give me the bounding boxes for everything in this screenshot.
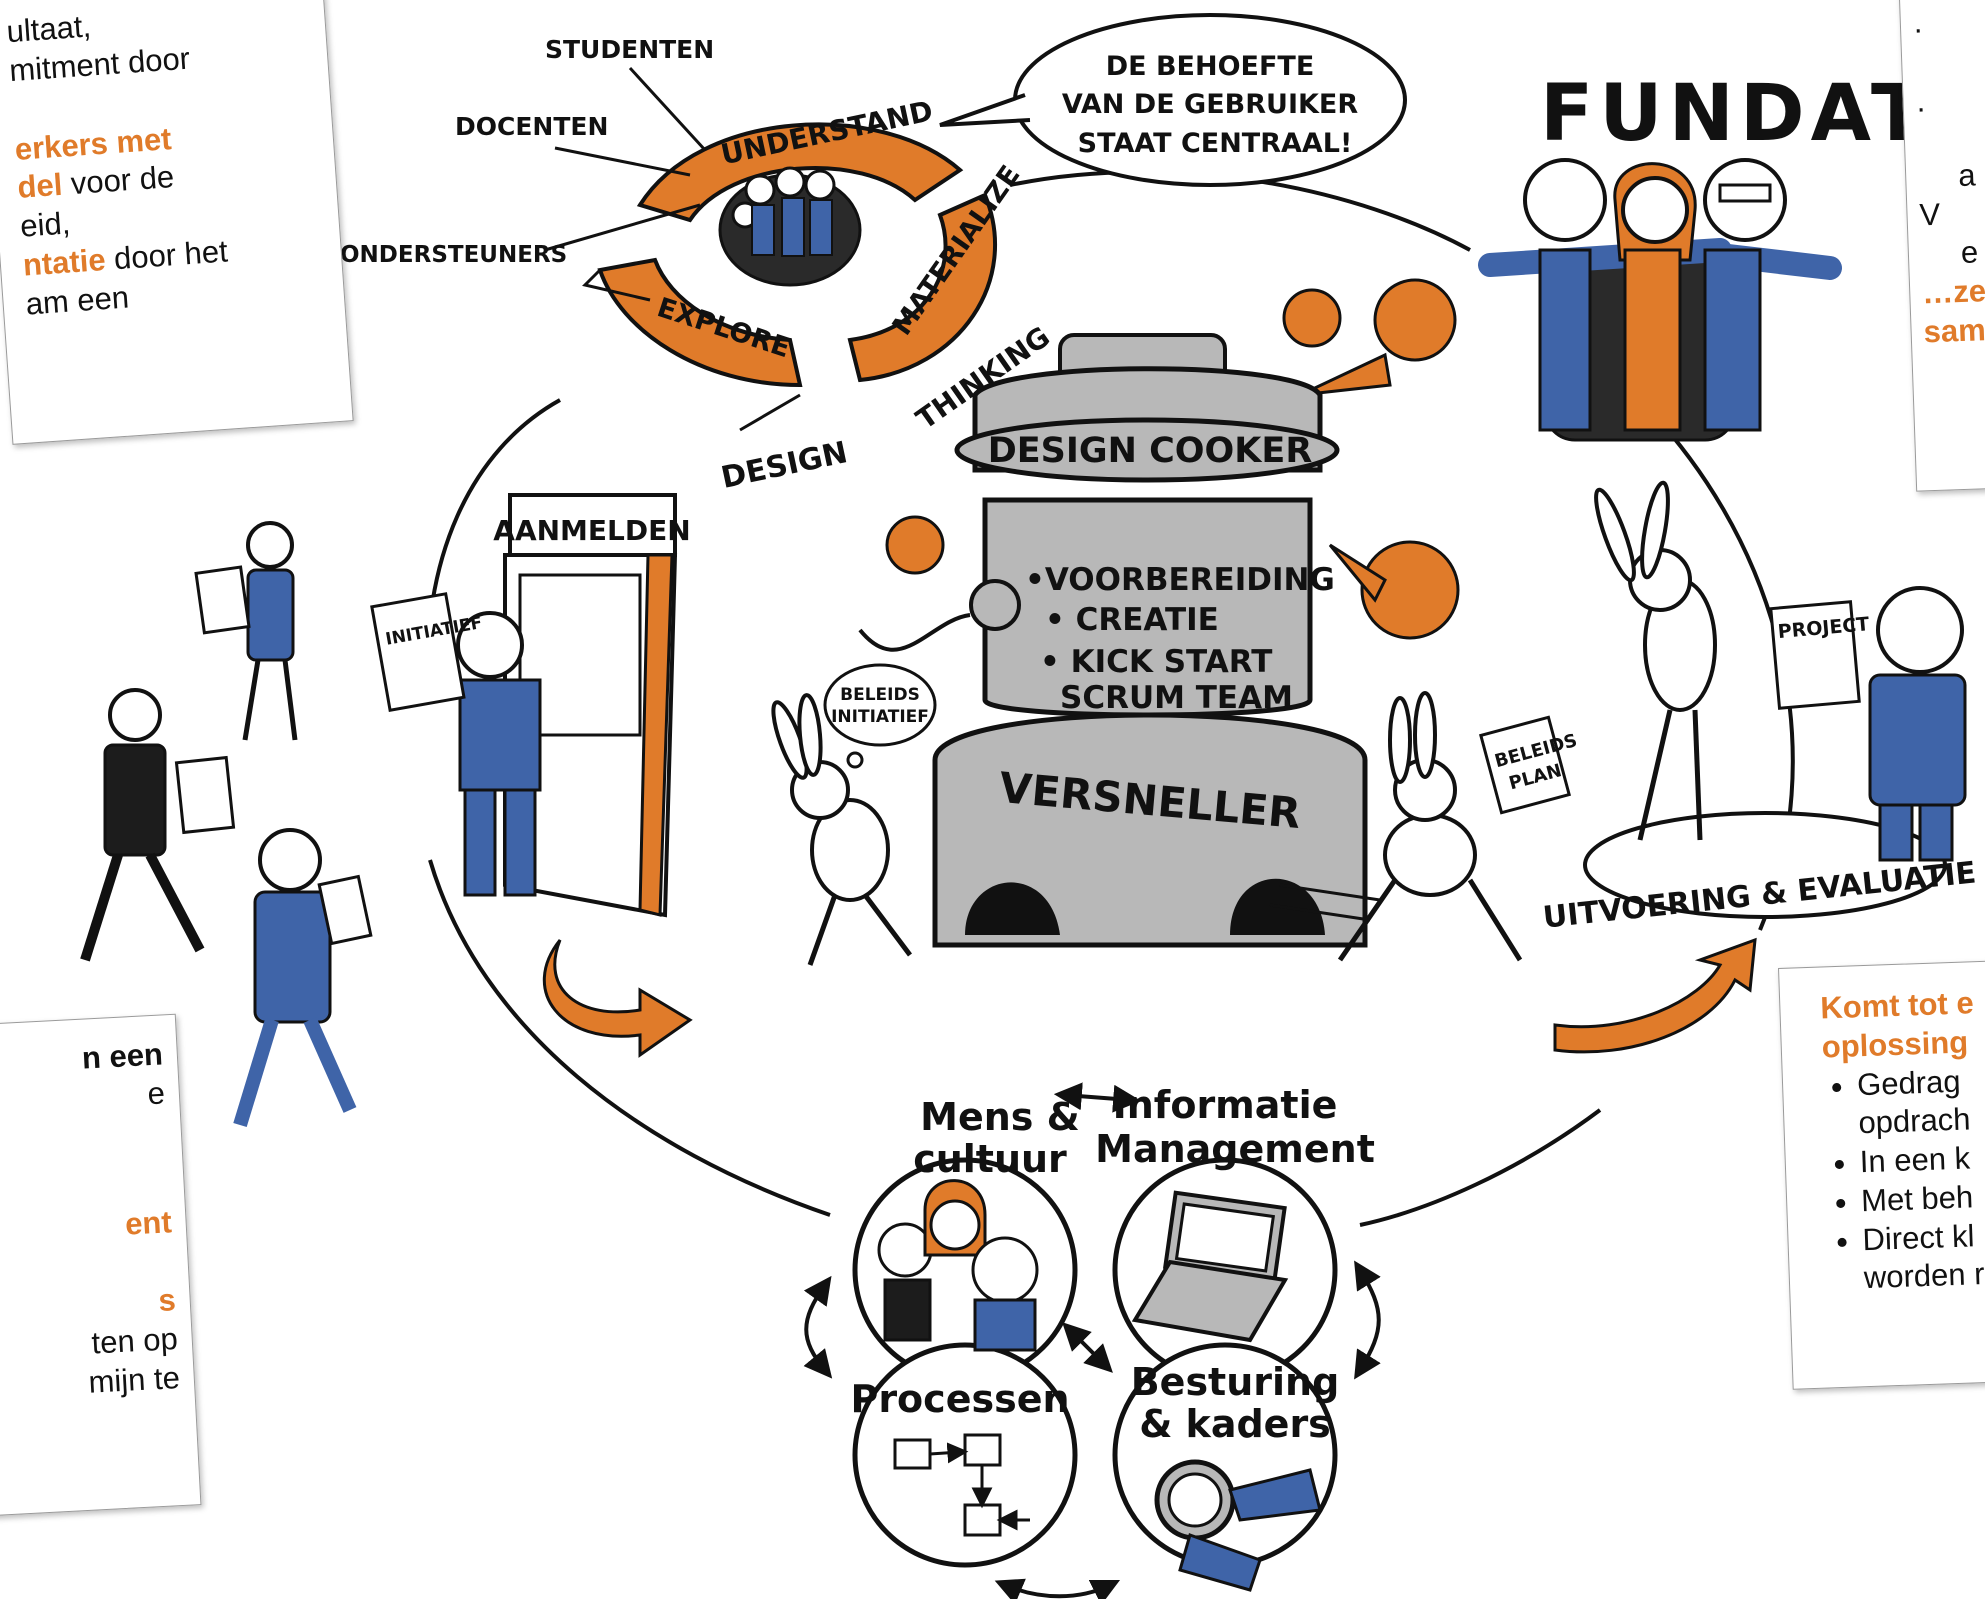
steering-wheel-icon xyxy=(1154,1459,1322,1592)
pillar-mens-line-2: cultuur xyxy=(913,1137,1067,1181)
team-member-1 xyxy=(1523,158,1607,242)
thought-bubble: BELEIDS INITIATIEF xyxy=(823,663,937,769)
thought-line-1: BELEIDS xyxy=(840,685,920,705)
note-br-item-4-cont: worden r xyxy=(1863,1256,1985,1296)
pillar-best-line-1: Besturing xyxy=(1131,1360,1340,1404)
speech-line-1: DE BEHOEFTE xyxy=(1106,51,1315,82)
note-br-item-1-cont: opdrach xyxy=(1857,1101,1972,1141)
note-br-item-3: Met beh xyxy=(1861,1174,1985,1221)
pillar-mens-line-1: Mens & xyxy=(920,1095,1080,1139)
note-tr-line-5: e xyxy=(1960,234,1979,270)
note-tr-bullet-1: · xyxy=(1912,11,1925,47)
cooker-step-3: • KICK START xyxy=(1040,644,1272,680)
laptop-icon xyxy=(1131,1190,1289,1343)
bunny-running: BELEIDS PLAN xyxy=(1269,691,1579,962)
pillar-best-line-2: & kaders xyxy=(1139,1402,1331,1446)
steam-puffs xyxy=(885,278,1460,640)
note-tr-bullet-2: · xyxy=(1915,89,1927,126)
thought-line-2: INITIATIEF xyxy=(831,707,929,727)
design-thinking-wheel: UNDERSTAND MATERIALIZE EXPLORE STUDENTEN… xyxy=(340,35,1056,496)
stakeholder-docenten: DOCENTEN xyxy=(455,112,608,141)
note-br-item-2: In een k xyxy=(1859,1135,1985,1182)
stakeholder-studenten: STUDENTEN xyxy=(545,35,714,64)
note-tr-line-3: a xyxy=(1957,156,1977,193)
project-handover: PROJECT UITVOERING & EVALUATIE xyxy=(1541,480,1978,936)
aanmelden-booth: AANMELDEN INITIATIEF xyxy=(370,493,691,918)
note-tr-line-6: …ze xyxy=(1921,272,1985,311)
pillar-info-line-2: Management xyxy=(1095,1127,1375,1171)
note-tl-line-4a: del xyxy=(16,167,64,206)
speech-line-3: STAAT CENTRAAL! xyxy=(1078,128,1353,159)
booth-sign: AANMELDEN xyxy=(493,514,690,547)
design-cooker: DESIGN COOKER •VOORBEREIDING • CREATIE •… xyxy=(858,333,1368,948)
cooker-tunnel-left xyxy=(965,882,1060,935)
fundatis-team: FUNDATIS xyxy=(1478,69,1985,442)
note-bottom-left: n een e ent s ten op mijn te xyxy=(0,1013,202,1517)
orange-arrows xyxy=(542,937,1757,1058)
note-tl-line-4b: voor de xyxy=(61,159,176,202)
label-design: DESIGN xyxy=(718,435,850,496)
stakeholder-ondersteuners: ONDERSTEUNERS xyxy=(340,242,567,268)
cooker-step-4: SCRUM TEAM xyxy=(1060,680,1293,716)
walking-people xyxy=(80,521,373,1128)
note-br-item-4-text: Direct kl xyxy=(1861,1217,1976,1257)
note-br-head-1: Komt tot e xyxy=(1819,985,1975,1026)
pillars: Mens & cultuur Informatie Management Pro… xyxy=(803,1082,1381,1599)
note-top-left: ultaat, mitment door erkers met del voor… xyxy=(0,0,354,445)
cooker-step-1: •VOORBEREIDING xyxy=(1025,562,1335,598)
note-tr-line-7: sam xyxy=(1923,311,1985,349)
note-tl-line-6a: ntatie xyxy=(21,241,107,283)
cooker-lid-label: DESIGN COOKER xyxy=(988,431,1313,471)
arrow-left xyxy=(542,939,693,1058)
note-tl-line-6b: door het xyxy=(104,233,229,277)
bunny-thinking xyxy=(771,693,912,966)
pillar-proc-line-1: Processen xyxy=(850,1377,1069,1421)
note-tr-line-4: V xyxy=(1918,196,1941,233)
pillar-info-line-1: Informatie xyxy=(1113,1083,1338,1127)
note-bl-line-6: mijn te xyxy=(87,1359,181,1400)
speech-line-2: VAN DE GEBRUIKER xyxy=(1062,89,1359,120)
cooker-step-2: • CREATIE xyxy=(1045,602,1219,638)
speech-bubble: DE BEHOEFTE VAN DE GEBRUIKER STAAT CENTR… xyxy=(939,13,1407,187)
arrow-right xyxy=(1553,937,1757,1054)
note-br-item-1-text: Gedrag xyxy=(1856,1063,1962,1102)
flowchart-icon xyxy=(893,1433,1030,1537)
